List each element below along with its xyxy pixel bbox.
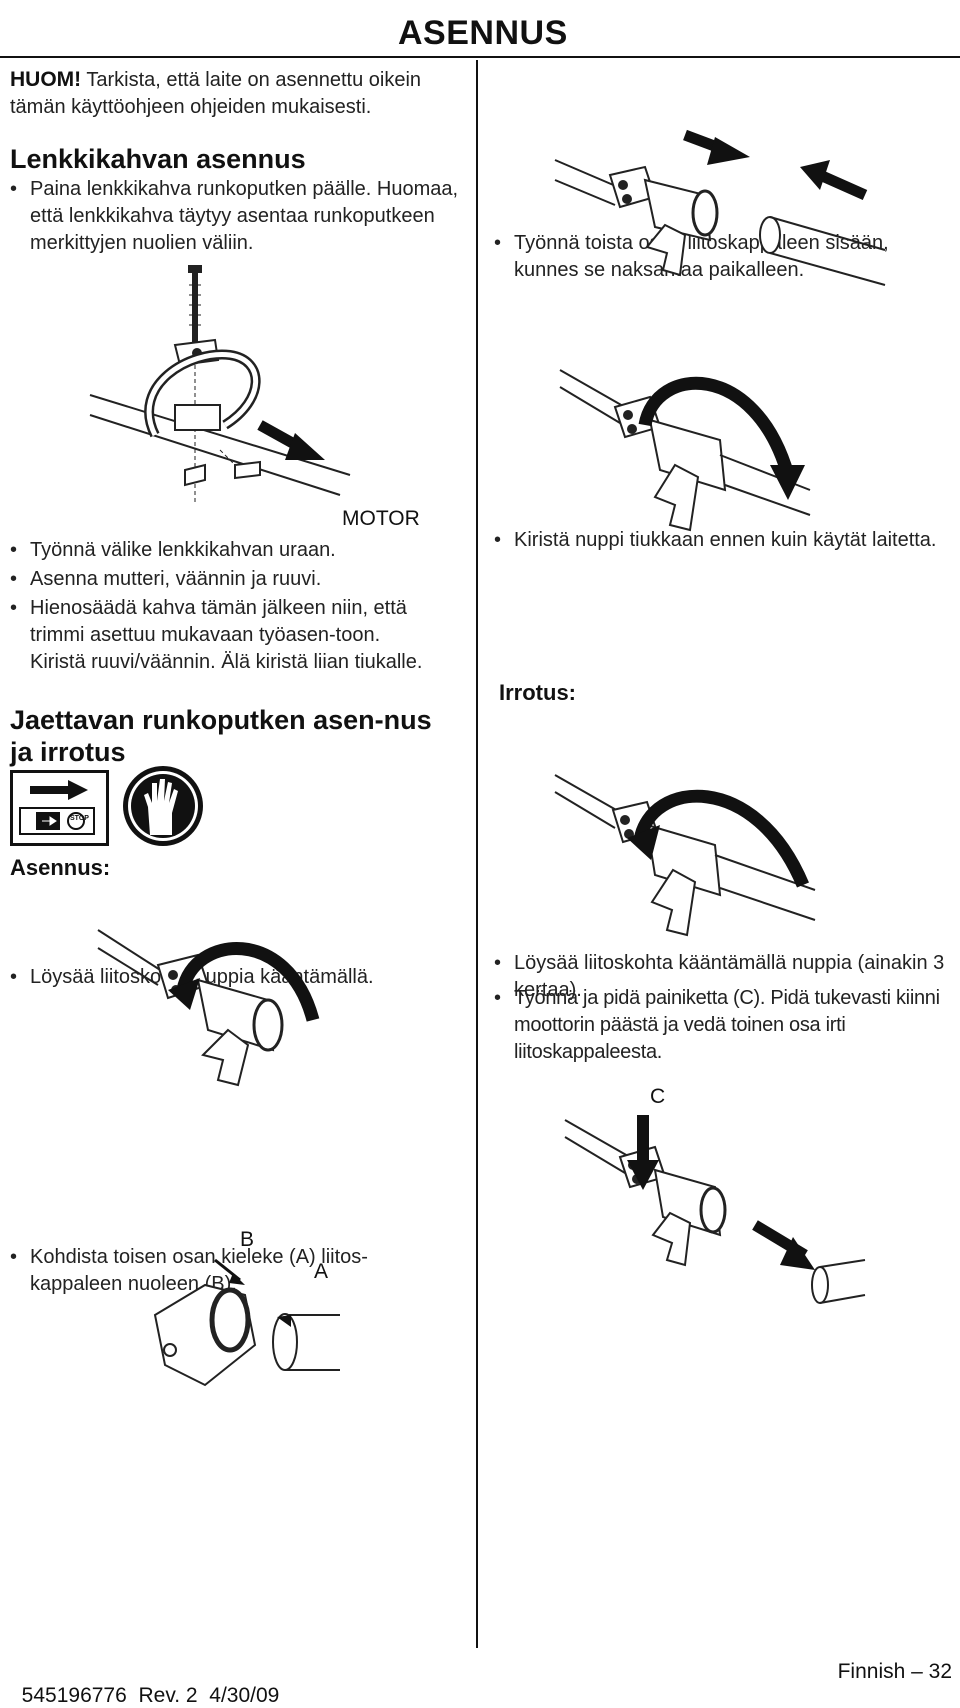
asennus-bullet-2-text: Kohdista toisen osan kieleke (A) liitos-… <box>30 1246 368 1295</box>
right-bullet-2: Kiristä nuppi tiukkaan ennen kuin käytät… <box>494 527 954 554</box>
handle-bullet-3: Asenna mutteri, väännin ja ruuvi. <box>10 566 440 593</box>
right-bullet-1: Työnnä toista osaa liitoskappaleen sisää… <box>494 230 954 284</box>
irrotus-heading: Irrotus: <box>499 680 576 705</box>
tighten-illustration <box>559 369 811 532</box>
right-bullet-1-text: Työnnä toista osaa liitoskappaleen sisää… <box>514 232 889 281</box>
label-c: C <box>650 1085 666 1108</box>
split-heading: Jaettavan runkoputken asen-nus ja irrotu… <box>10 705 432 767</box>
huom-text: Tarkista, että laite on asennettu oikein… <box>10 69 422 118</box>
footer-left: 545196776 Rev. 2 4/30/09 <box>10 1660 280 1708</box>
alignment-illustration <box>153 1258 340 1387</box>
column-divider <box>476 60 478 1648</box>
asennus-bullet-2: Kohdista toisen osan kieleke (A) liitos-… <box>10 1244 450 1298</box>
doc-number: 545196776 <box>21 1684 127 1707</box>
handle-bullet-4: Hienosäädä kahva tämän jälkeen niin, ett… <box>10 595 440 676</box>
label-a: A <box>314 1260 329 1283</box>
handle-illustration <box>89 265 351 505</box>
huom-label: HUOM! <box>10 68 82 91</box>
header-rule <box>0 56 960 58</box>
release-illustration <box>564 1115 866 1304</box>
page-title: ASENNUS <box>398 14 568 52</box>
coupling-loosen-illustration <box>97 929 320 1087</box>
doc-date: 4/30/09 <box>209 1684 280 1707</box>
irrotus-bullet-2-text: Työnnä ja pidä painiketta (C). Pidä tuke… <box>514 987 940 1063</box>
handle-heading: Lenkkikahvan asennus <box>10 144 306 174</box>
handle-bullet-2: Työnnä välike lenkkikahvan uraan. <box>10 537 440 564</box>
handle-bullet-2-text: Työnnä välike lenkkikahvan uraan. <box>30 539 336 561</box>
stop-switch-icon: STOP <box>10 770 109 846</box>
handle-bullet-1-text: Paina lenkkikahva runkoputken päälle. Hu… <box>30 178 459 254</box>
revision: Rev. 2 <box>138 1684 198 1707</box>
page-number: Finnish – 32 <box>837 1660 952 1683</box>
handle-bullet-1: Paina lenkkikahva runkoputken päälle. Hu… <box>10 176 460 257</box>
handle-bullets: Työnnä välike lenkkikahvan uraan. Asenna… <box>10 537 440 678</box>
asennus-heading: Asennus: <box>10 855 111 880</box>
loosen-illustration <box>554 774 816 937</box>
label-b: B <box>240 1228 255 1251</box>
huom-note: HUOM! Tarkista, että laite on asennettu … <box>10 66 450 121</box>
handle-bullet-3-text: Asenna mutteri, väännin ja ruuvi. <box>30 568 322 590</box>
handle-bullet-4-text: Hienosäädä kahva tämän jälkeen niin, ett… <box>30 597 423 673</box>
motor-label: MOTOR <box>342 507 420 530</box>
push-in-illustration <box>554 129 886 286</box>
right-bullet-2-text: Kiristä nuppi tiukkaan ennen kuin käytät… <box>514 529 937 551</box>
irrotus-bullet-2: Työnnä ja pidä painiketta (C). Pidä tuke… <box>494 985 944 1066</box>
stop-label: STOP <box>70 815 89 822</box>
gloves-icon <box>123 766 203 846</box>
